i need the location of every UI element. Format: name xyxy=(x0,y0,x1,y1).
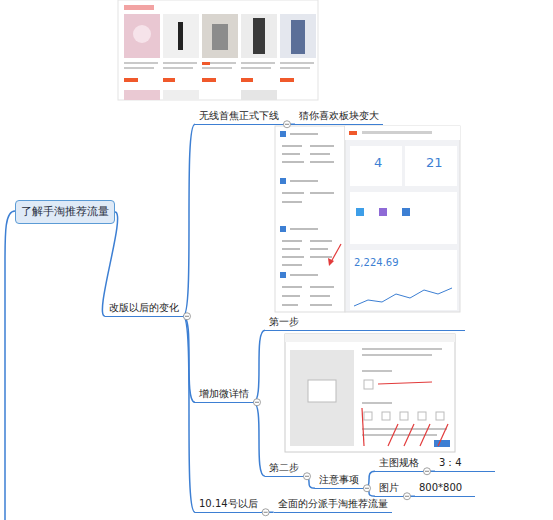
collapse-toggle xyxy=(304,473,311,480)
branch-topic: 全面的分派手淘推荐流量 xyxy=(274,496,392,513)
topic-text: 第一步 xyxy=(269,316,299,327)
branch-connector xyxy=(253,330,265,402)
topic-text: 800*800 xyxy=(419,482,462,493)
root-topic: 了解手淘推荐流量 xyxy=(15,200,115,224)
topic-text: 3：4 xyxy=(439,457,462,468)
topic-text: 主图规格 xyxy=(379,457,419,468)
collapse-toggle xyxy=(254,399,261,406)
topic-text: 注意事项 xyxy=(319,474,359,485)
branch-topic: 3：4 xyxy=(435,455,495,472)
product-grid-screenshot xyxy=(118,0,318,100)
collapse-toggle xyxy=(262,509,269,516)
branch-topic: 第一步 xyxy=(265,314,465,331)
collapse-toggle xyxy=(364,485,371,492)
screenshot-figure: 4 xyxy=(374,156,382,169)
collapse-toggle xyxy=(424,468,431,475)
branch-connector xyxy=(183,124,195,316)
branch-topic: 800*800 xyxy=(415,480,475,497)
branch-topic: 改版以后的变化 xyxy=(105,300,183,317)
topic-text: 无线首焦正式下线 xyxy=(199,110,279,121)
topic-text: 图片 xyxy=(379,482,399,493)
branch-topic: 猜你喜欢板块变大 xyxy=(295,108,383,125)
screenshot-figure: 2,224.69 xyxy=(354,258,399,268)
topic-text: 第二步 xyxy=(269,462,299,473)
branch-topic: 增加微详情 xyxy=(195,386,253,403)
seller-center-screenshot xyxy=(275,126,460,312)
topic-text: 了解手淘推荐流量 xyxy=(21,205,109,218)
collapse-toggle xyxy=(284,121,291,128)
branch-connector xyxy=(183,316,195,512)
branch-topic: 10.14号以后 xyxy=(195,496,262,513)
branch-topic: 主图规格 xyxy=(375,455,423,472)
topic-text: 增加微详情 xyxy=(199,388,249,399)
screenshot-figure: 21 xyxy=(426,156,443,169)
collapse-toggle xyxy=(184,313,191,320)
collapse-toggle xyxy=(404,493,411,500)
topic-text: 猜你喜欢板块变大 xyxy=(299,110,379,121)
topic-text: 改版以后的变化 xyxy=(109,302,179,313)
upload-dialog-screenshot xyxy=(285,334,455,452)
topic-text: 10.14号以后 xyxy=(199,498,258,509)
trunk-line xyxy=(5,211,15,520)
branch-topic: 第二步 xyxy=(265,460,303,477)
topic-text: 全面的分派手淘推荐流量 xyxy=(278,498,388,509)
branch-topic: 图片 xyxy=(375,480,403,497)
branch-topic: 无线首焦正式下线 xyxy=(195,108,283,125)
branch-topic: 注意事项 xyxy=(315,472,363,489)
branch-connector xyxy=(253,402,265,476)
